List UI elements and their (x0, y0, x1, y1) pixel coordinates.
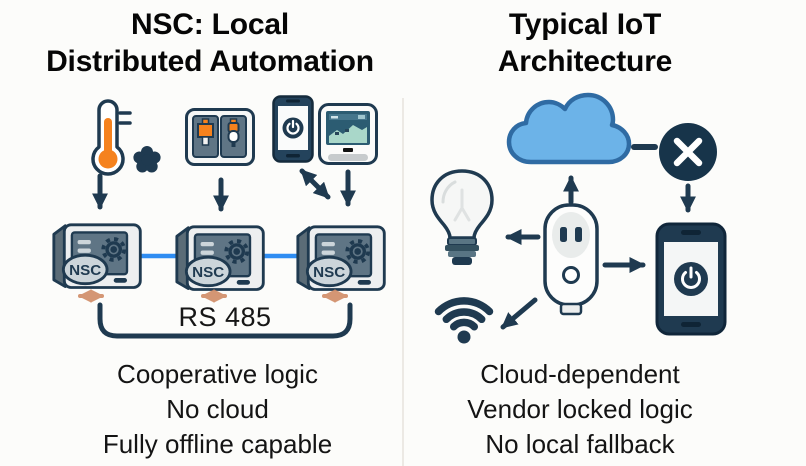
left-feature-1: Cooperative logic (117, 359, 318, 389)
right-title-line1: Typical IoT (508, 8, 662, 41)
rs485-bracket (97, 302, 353, 339)
asterisk-icon (133, 146, 161, 173)
panel-divider (402, 98, 404, 466)
controller-label-3: NSC (313, 264, 345, 281)
thermometer-icon (91, 99, 132, 176)
left-flow-arrows (91, 168, 357, 212)
left-title-line2: Distributed Automation (46, 45, 374, 78)
smart-plug-icon (543, 203, 599, 316)
relay-panel-icon (185, 108, 255, 166)
right-features: Cloud-dependent Vendor locked logic No l… (415, 357, 745, 462)
controller-label-1: NSC (69, 262, 101, 279)
controller-icon-2: NSC (175, 225, 265, 291)
display-icon (318, 103, 378, 165)
controller-icon-1: NSC (52, 223, 142, 289)
left-feature-3: Fully offline capable (102, 429, 333, 459)
controller-label-2: NSC (192, 264, 224, 281)
right-title-line2: Architecture (497, 45, 673, 78)
bus-label: RS 485 (178, 302, 272, 332)
cloud-icon (506, 92, 632, 165)
right-feature-1: Cloud-dependent (480, 359, 680, 389)
controller-icon-3: NSC (296, 225, 386, 291)
right-flow-arrows (500, 144, 697, 330)
left-title: NSC: Local Distributed Automation (0, 6, 420, 80)
left-features: Cooperative logic No cloud Fully offline… (25, 357, 410, 462)
x-circle-icon (659, 123, 717, 181)
wifi-icon (434, 297, 494, 344)
smartphone-icon-left (272, 95, 314, 163)
smartphone-icon-right (655, 222, 727, 336)
left-feature-2: No cloud (166, 394, 269, 424)
lightbulb-icon (430, 169, 494, 265)
right-feature-3: No local fallback (485, 429, 675, 459)
left-title-line1: NSC: Local (130, 8, 290, 41)
right-feature-2: Vendor locked logic (467, 394, 693, 424)
right-title: Typical IoT Architecture (410, 6, 760, 80)
